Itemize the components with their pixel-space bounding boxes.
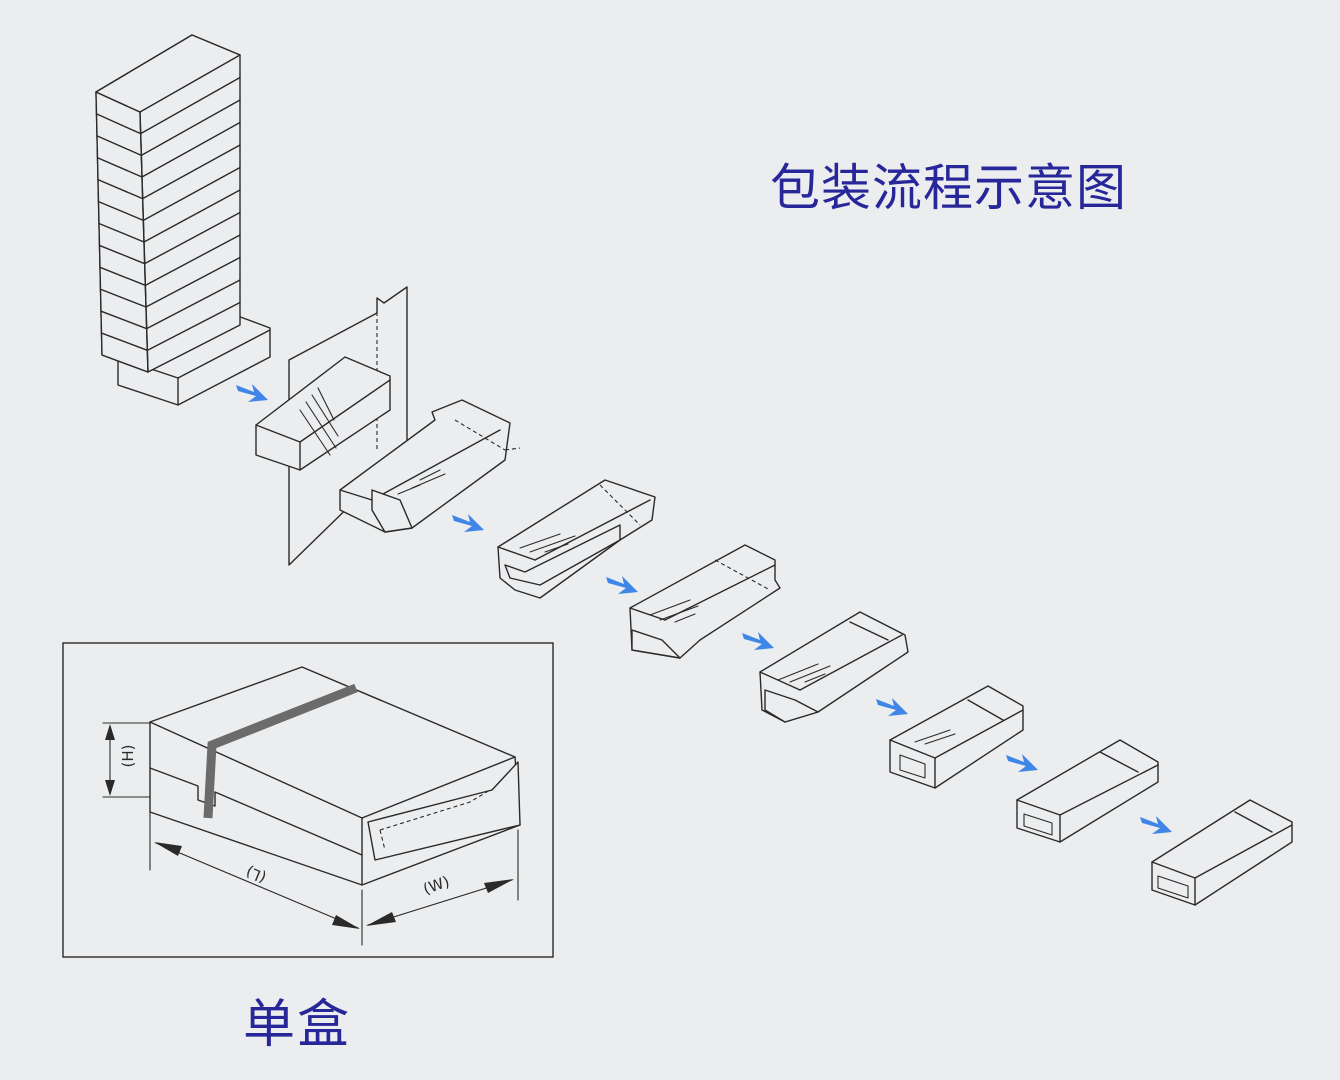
box-stack	[95, 34, 271, 406]
flow-arrow	[876, 698, 908, 716]
fold-stage-3	[497, 479, 656, 599]
fold-stage-7	[1016, 739, 1159, 843]
height-dimension-label: (H)	[119, 745, 137, 768]
wrapping-film-station	[255, 286, 408, 566]
fold-stage-8	[1151, 799, 1293, 906]
diagram-title: 包装流程示意图	[770, 159, 1127, 217]
flow-arrow	[606, 576, 638, 594]
flow-arrow	[452, 514, 484, 532]
flow-arrow	[1006, 754, 1038, 772]
fold-stage-6	[889, 685, 1024, 789]
fold-stage-5	[759, 611, 909, 723]
fold-stage-4	[629, 544, 781, 659]
flow-arrow	[742, 632, 774, 650]
flow-arrow	[236, 384, 268, 402]
fold-stage-2	[339, 399, 521, 533]
single-box-label: 单盒	[243, 995, 352, 1055]
single-box-detail-panel: (H) (L) (W)	[62, 642, 554, 958]
flow-arrow	[1140, 816, 1172, 834]
